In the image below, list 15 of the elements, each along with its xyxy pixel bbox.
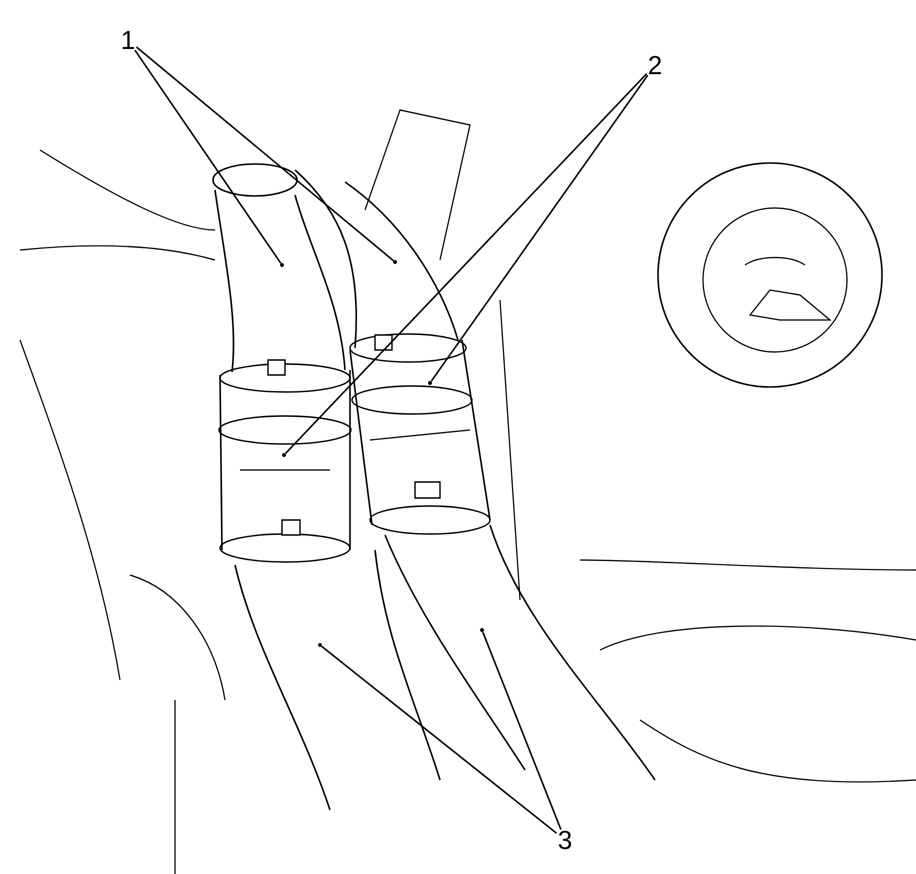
leader-line <box>321 646 558 834</box>
callout-number: 2 <box>649 56 661 74</box>
leader-line <box>430 74 648 382</box>
leader-line <box>134 50 282 264</box>
hose-part <box>318 643 322 647</box>
leader-line <box>284 73 648 454</box>
leader-line <box>482 632 562 830</box>
leader-line <box>136 46 394 262</box>
hose-part <box>282 453 286 457</box>
callout-number: 1 <box>122 31 134 49</box>
hose-part <box>393 260 397 264</box>
hose-part <box>280 263 284 267</box>
hose-part <box>480 628 484 632</box>
callout-number: 3 <box>558 830 572 850</box>
hose-part <box>428 381 432 385</box>
